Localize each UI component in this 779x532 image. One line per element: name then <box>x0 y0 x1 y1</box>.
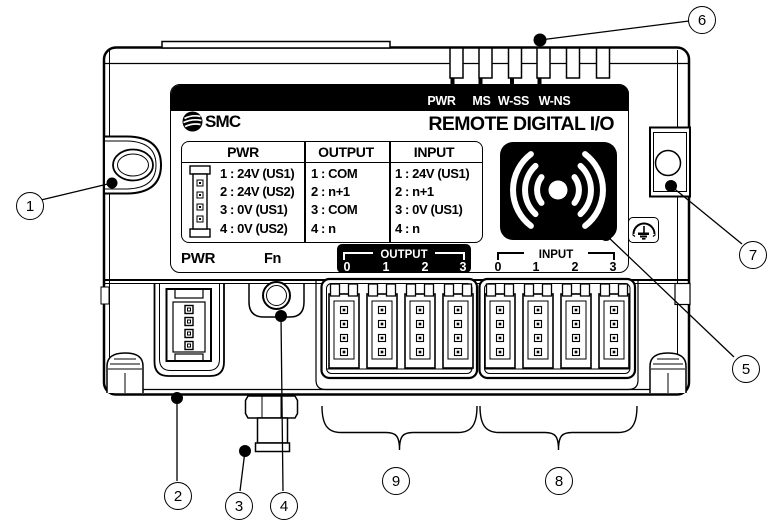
product-title: REMOTE DIGITAL I/O <box>428 113 614 135</box>
fn-button-label: Fn <box>264 251 282 267</box>
output-group-label: OUTPUT <box>380 249 427 261</box>
callout-number: 9 <box>391 472 401 490</box>
left-mount-tab <box>105 135 163 195</box>
port-number: 0 <box>495 260 502 273</box>
input-connector-block <box>478 277 637 380</box>
input-ports-label: INPUT 0 1 2 3 <box>491 244 621 274</box>
pin-row: 4 : n <box>395 220 420 236</box>
callout-number: 4 <box>279 497 289 515</box>
led-label-wss: W-SS <box>497 93 530 108</box>
callout-line-7 <box>670 185 743 245</box>
pwr-connector <box>153 284 225 377</box>
pin-row: 3 : 0V (US1) <box>220 202 288 218</box>
callout-line-1 <box>40 182 113 201</box>
callout-2: 2 <box>164 482 192 510</box>
port-number: 1 <box>383 260 390 273</box>
callout-dots <box>106 33 677 457</box>
table-header-rule <box>182 161 482 163</box>
port-number: 3 <box>460 260 467 273</box>
callout-line-4 <box>280 315 284 492</box>
led-label-wns: W-NS <box>538 93 571 108</box>
wireless-antenna-panel <box>500 142 617 240</box>
right-mount-hole <box>654 149 682 177</box>
port-number: 2 <box>422 260 429 273</box>
pin-row: 3 : COM <box>311 202 358 218</box>
pwr-connector-pins <box>184 304 194 351</box>
callout-number: 1 <box>25 197 35 215</box>
left-mount-hole <box>112 148 154 182</box>
pwr-plug-icon <box>189 165 211 238</box>
callout-number: 6 <box>697 11 707 29</box>
output-ports-label: OUTPUT 0 1 2 3 <box>337 244 471 274</box>
pin-row: 2 : n+1 <box>395 184 434 200</box>
callout-line-6 <box>539 20 690 41</box>
table-header-output: OUTPUT <box>318 144 374 160</box>
port-number: 2 <box>572 260 579 273</box>
functional-earth-icon <box>632 222 656 240</box>
pin-row: 1 : 24V (US1) <box>395 166 470 181</box>
led-window-ticks <box>450 78 542 85</box>
fn-button <box>248 281 305 318</box>
pin-row: 1 : 24V (US1) <box>220 166 295 181</box>
pwr-pin-list: 1 : 24V (US1) 2 : 24V (US2) 3 : 0V (US1)… <box>220 165 295 238</box>
output-group-brace <box>321 405 478 451</box>
status-led-bar: PWR MS W-SS W-NS <box>170 84 629 111</box>
callout-number: 5 <box>741 360 751 378</box>
pin-row: 3 : 0V (US1) <box>395 202 463 218</box>
callout-number: 3 <box>234 497 244 515</box>
port-number: 1 <box>533 260 540 273</box>
input-pin-list: 1 : 24V (US1) 2 : n+1 3 : 0V (US1) 4 : n <box>395 165 470 238</box>
input-bracket <box>497 252 615 260</box>
callout-6: 6 <box>688 6 716 34</box>
callout-number: 7 <box>748 246 758 264</box>
pwr-connector-label: PWR <box>181 250 216 267</box>
brand-text: SMC <box>205 111 241 131</box>
port-number: 3 <box>610 260 617 273</box>
output-connector-block <box>320 277 479 380</box>
top-rail-tab <box>161 40 391 49</box>
side-seam-lines <box>109 50 678 392</box>
pin-row: 4 : 0V (US2) <box>220 220 288 236</box>
output-bracket <box>343 252 465 260</box>
callout-line-3 <box>239 450 246 492</box>
callout-8: 8 <box>545 467 573 495</box>
pin-assignment-table: PWR OUTPUT INPUT 1 : 24V (US1) 2 : 24V (… <box>181 141 483 243</box>
input-group-label: INPUT <box>539 249 574 261</box>
callout-1: 1 <box>16 192 44 220</box>
ground-symbol-box <box>628 217 659 243</box>
left-edge-notch <box>100 286 110 305</box>
wireless-signal-icon <box>510 151 606 229</box>
table-divider <box>304 142 306 242</box>
callout-4: 4 <box>270 492 298 520</box>
pin-row: 2 : 24V (US2) <box>220 184 295 200</box>
front-label: PWR MS W-SS W-NS SMC REMOTE DIGITAL I/O … <box>170 84 629 274</box>
pin-row: 4 : n <box>311 220 336 236</box>
callout-number: 2 <box>173 487 183 505</box>
callout-3: 3 <box>225 492 253 520</box>
led-label-ms: MS <box>472 93 491 108</box>
right-edge-notch <box>674 282 691 306</box>
callout-9: 9 <box>382 467 410 495</box>
table-header-input: INPUT <box>413 144 455 160</box>
table-header-pwr: PWR <box>227 144 259 160</box>
smc-swirl-icon <box>182 111 203 132</box>
pin-row: 2 : n+1 <box>311 184 350 200</box>
smc-logo: SMC <box>182 111 241 132</box>
led-label-pwr: PWR <box>427 93 456 108</box>
io-recess-outline <box>315 281 639 391</box>
input-group-brace <box>479 405 638 451</box>
callout-number: 8 <box>554 472 564 490</box>
callout-line-5 <box>605 234 735 358</box>
port-number: 0 <box>344 260 351 273</box>
pin-row: 1 : COM <box>311 166 358 181</box>
callout-5: 5 <box>732 355 760 383</box>
table-divider <box>389 142 391 242</box>
output-pin-list: 1 : COM 2 : n+1 3 : COM 4 : n <box>311 165 358 238</box>
callout-7: 7 <box>739 241 767 269</box>
